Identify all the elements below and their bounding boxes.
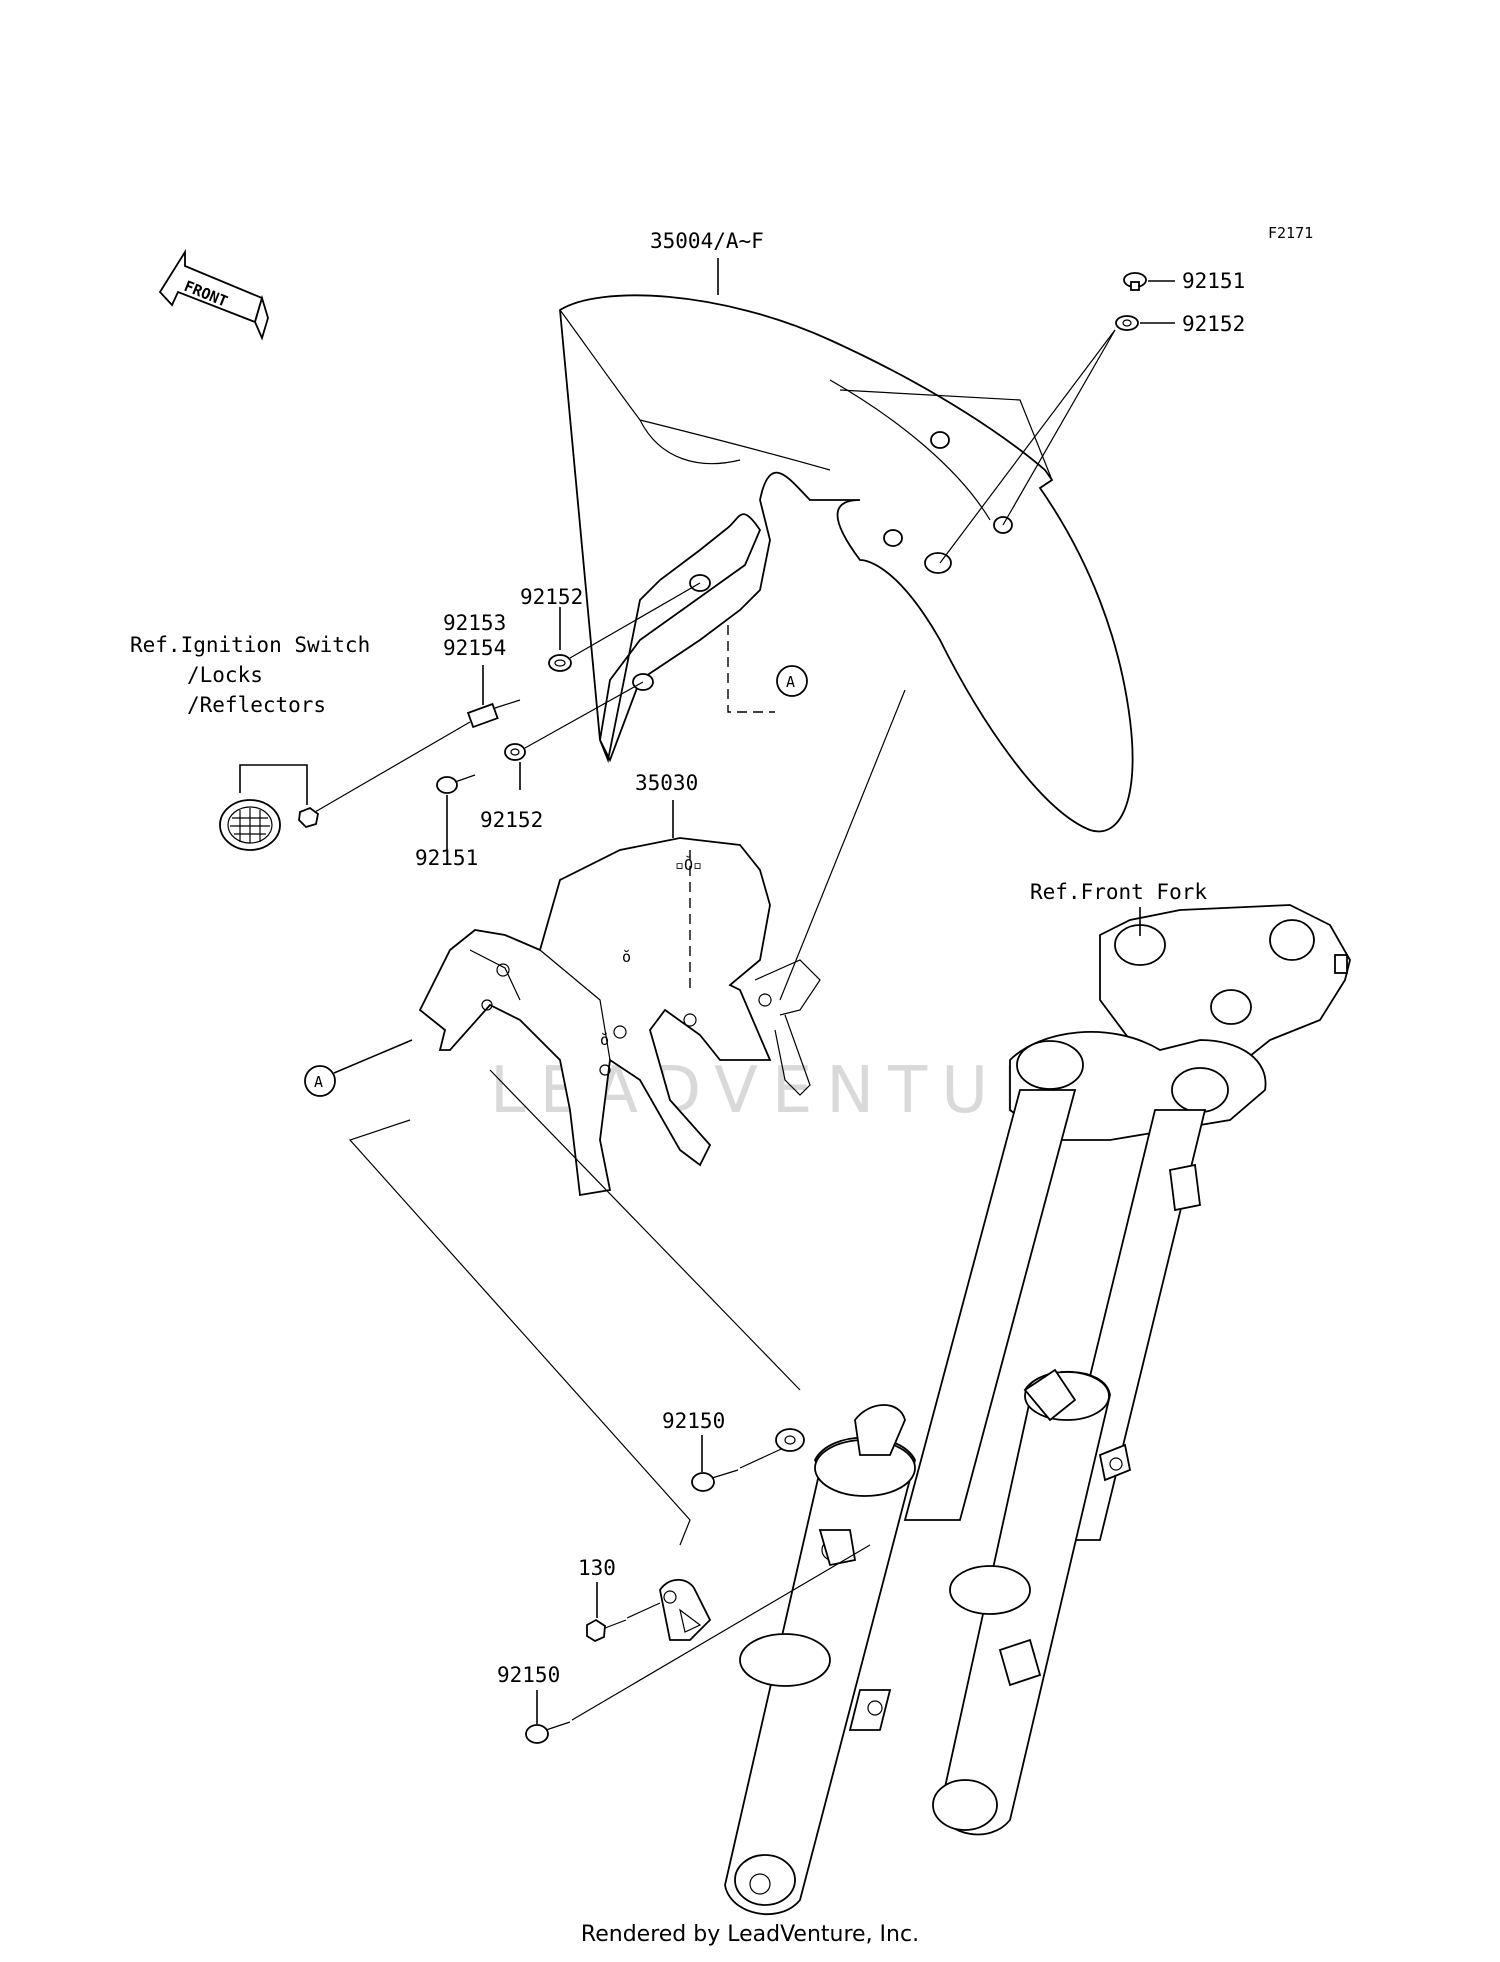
label-130: 130 — [578, 1556, 616, 1580]
bolt-92151-top[interactable] — [1123, 272, 1147, 291]
bolt-130[interactable] — [586, 1618, 627, 1643]
reflector-nut[interactable] — [298, 806, 319, 829]
label-92152-left-upper: 92152 — [520, 585, 583, 609]
svg-text:▫Ŏ▫: ▫Ŏ▫ — [675, 855, 702, 874]
label-92153: 92153 — [443, 611, 506, 635]
spacer-92153-92154[interactable] — [466, 699, 521, 729]
front-fender[interactable] — [559, 294, 1134, 833]
ref-ignition-line2: /Locks — [187, 663, 263, 687]
washer-92152-top[interactable] — [1115, 315, 1139, 331]
fender-bracket-35030[interactable]: ▫Ŏ▫ ŏ ŏ — [418, 837, 821, 1197]
label-92154: 92154 — [443, 636, 506, 660]
label-92152-left-lower: 92152 — [480, 808, 543, 832]
reflector[interactable] — [219, 799, 281, 851]
bolt-92150-lower[interactable] — [525, 1721, 571, 1744]
washer-92152-left-upper[interactable] — [548, 654, 572, 672]
label-92152-top: 92152 — [1182, 312, 1245, 336]
svg-text:A: A — [314, 1073, 323, 1091]
callout-a-upper: A — [727, 625, 808, 713]
ref-ignition-line3: /Reflectors — [187, 693, 326, 717]
svg-text:A: A — [786, 673, 795, 691]
front-fork[interactable] — [724, 904, 1351, 1916]
washer-fork-upper[interactable] — [775, 1428, 805, 1452]
callout-a-lower: A — [304, 1039, 413, 1097]
bolt-92150-upper[interactable] — [691, 1469, 739, 1492]
ref-ignition-line1: Ref.Ignition Switch — [130, 633, 370, 657]
label-35030: 35030 — [635, 771, 698, 795]
label-92151-top: 92151 — [1182, 269, 1245, 293]
label-92150-lower: 92150 — [497, 1663, 560, 1687]
washer-92152-left-lower[interactable] — [504, 743, 526, 761]
bolt-92151-left[interactable] — [436, 774, 476, 794]
svg-text:ŏ: ŏ — [622, 948, 631, 966]
footer-credit: Rendered by LeadVenture, Inc. — [580, 1922, 920, 1947]
fender-stay-lower[interactable] — [659, 1578, 712, 1641]
svg-text:ŏ: ŏ — [600, 1031, 609, 1049]
diagram-code: F2171 — [1268, 224, 1313, 242]
label-92150-upper: 92150 — [662, 1409, 725, 1433]
label-35004: 35004/A~F — [650, 229, 764, 253]
ref-front-fork: Ref.Front Fork — [1030, 880, 1207, 904]
front-arrow-icon: FRONT — [158, 248, 269, 341]
label-92151-left: 92151 — [415, 846, 478, 870]
